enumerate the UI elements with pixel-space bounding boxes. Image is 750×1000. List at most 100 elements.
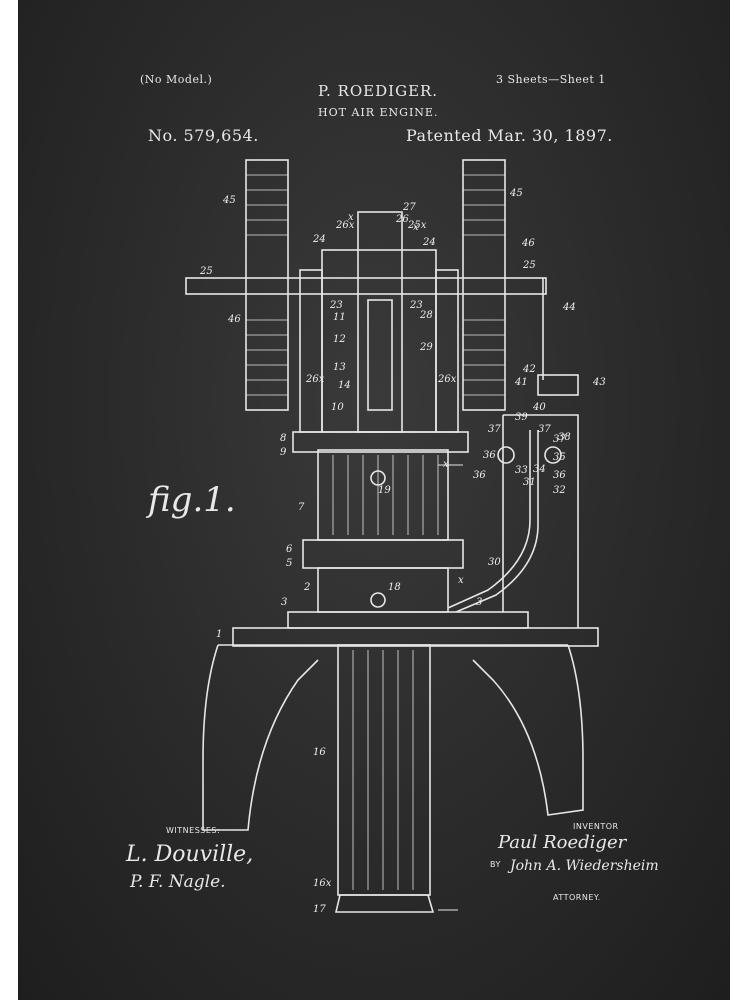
central-crank — [357, 211, 403, 433]
part-label: 39 — [515, 412, 528, 423]
part-label: 11 — [333, 312, 346, 323]
part-label: 25x — [407, 220, 427, 231]
lower-flange — [287, 611, 529, 629]
lower-cylinder — [337, 644, 431, 896]
part-label: 45 — [222, 195, 236, 206]
main-cylinder-ribs — [332, 455, 439, 535]
fuel-pipe-inner — [455, 430, 539, 613]
base-plate — [232, 627, 599, 647]
inspection-port — [370, 470, 386, 486]
part-label: 26x — [305, 374, 325, 385]
main-shaft — [185, 277, 547, 295]
part-label: x — [413, 222, 419, 233]
part-label: 16 — [313, 747, 326, 758]
inventor-name: P. ROEDIGER. — [318, 82, 439, 100]
part-label: 9 — [280, 447, 287, 458]
part-label: 16x — [313, 878, 332, 889]
part-label: 35 — [553, 452, 566, 463]
governor-ball-left — [497, 446, 515, 464]
governor-head — [537, 374, 579, 396]
inventor-label: INVENTOR — [573, 822, 619, 831]
part-label: 46 — [521, 238, 535, 249]
part-label: 13 — [333, 362, 346, 373]
part-label: 18 — [388, 582, 401, 593]
part-label: 7 — [298, 502, 305, 513]
part-label: 23 — [329, 300, 343, 311]
part-label: 45 — [509, 188, 523, 199]
part-label: 36 — [553, 470, 566, 481]
valve-ball — [370, 592, 386, 608]
patent-sheet: (No Model.) P. ROEDIGER. HOT AIR ENGINE.… — [18, 0, 730, 1000]
attorney-label: ATTORNEY. — [553, 893, 601, 902]
part-label: 25 — [522, 260, 536, 271]
part-label: 36 — [483, 450, 496, 461]
part-label: x — [443, 459, 449, 470]
middle-flange — [302, 539, 464, 569]
sheet-count: 3 Sheets—Sheet 1 — [496, 73, 606, 86]
attorney-signature: John A. Wiedersheim — [510, 858, 659, 874]
part-label: 6 — [286, 544, 293, 555]
part-label: 12 — [333, 334, 346, 345]
part-label: 24 — [312, 234, 326, 245]
witness-signature-2: P. F. Nagle. — [130, 872, 226, 892]
part-label: 41 — [514, 377, 528, 388]
part-label: 19 — [378, 485, 391, 496]
governor-ball-right — [544, 446, 562, 464]
figure-label: fig.1. — [148, 480, 236, 520]
part-label: 1 — [216, 629, 222, 640]
part-label: 3 — [281, 597, 287, 608]
stand-leg-right — [472, 644, 584, 816]
lower-body — [317, 567, 449, 613]
part-label: 5 — [286, 558, 292, 569]
part-label: 34 — [533, 464, 546, 475]
patent-title: HOT AIR ENGINE. — [318, 106, 439, 119]
part-label: 32 — [553, 485, 566, 496]
part-label: 27 — [402, 202, 416, 213]
no-model-note: (No Model.) — [140, 73, 213, 86]
part-label: 8 — [280, 433, 286, 444]
part-label: 23 — [409, 300, 423, 311]
bottom-cap — [334, 894, 435, 913]
flywheel-left — [245, 159, 289, 411]
witness-signature-1: L. Douville, — [126, 842, 254, 867]
part-label: 26 — [395, 214, 409, 225]
part-label: 37 — [538, 424, 551, 435]
part-label: 42 — [522, 364, 536, 375]
part-label: 30 — [488, 557, 501, 568]
part-label: 36 — [473, 470, 486, 481]
part-label: 38 — [558, 432, 571, 443]
part-label: 31 — [523, 477, 536, 488]
inventor-signature: Paul Roediger — [498, 832, 627, 853]
patent-date: Patented Mar. 30, 1897. — [406, 126, 613, 145]
part-label: 2 — [303, 582, 310, 593]
patent-number: No. 579,654. — [148, 126, 259, 145]
part-label: 40 — [532, 402, 546, 413]
witnesses-label: WITNESSES: — [166, 826, 221, 835]
part-label: 43 — [592, 377, 606, 388]
part-label: 14 — [338, 380, 351, 391]
part-label: 46 — [227, 314, 241, 325]
part-label: 37 — [553, 434, 566, 445]
part-label: 26x — [437, 374, 457, 385]
stand-leg-left — [202, 644, 319, 831]
part-label: 28 — [419, 310, 433, 321]
part-label: 26x — [335, 220, 355, 231]
part-label: 25 — [199, 266, 213, 277]
piston-rod — [367, 299, 393, 411]
part-label: 24 — [422, 237, 436, 248]
flywheel-right — [462, 159, 506, 411]
top-flange — [292, 431, 469, 453]
fuel-pipe — [447, 430, 531, 609]
by-label: BY — [490, 860, 501, 869]
part-label: 37 — [488, 424, 501, 435]
part-label: 17 — [313, 904, 326, 915]
part-label: 10 — [331, 402, 344, 413]
part-label: x — [348, 212, 354, 223]
lower-cylinder-ribs — [352, 650, 414, 890]
part-label: 29 — [419, 342, 433, 353]
governor-bracket — [503, 414, 579, 628]
part-label: 44 — [562, 302, 576, 313]
part-label: x — [458, 575, 464, 586]
part-label: 3 — [476, 597, 482, 608]
